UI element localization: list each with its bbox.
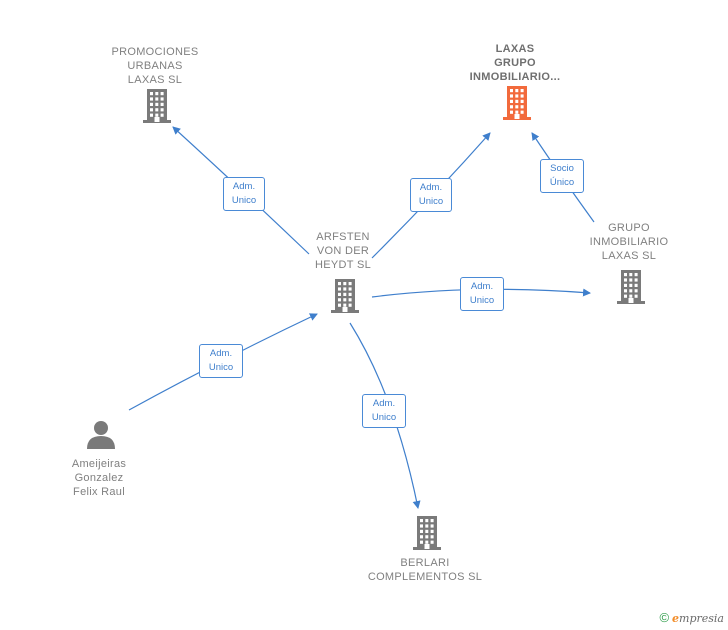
node-label-berlari[interactable]: BERLARI COMPLEMENTOS SL [367, 557, 483, 583]
node-label-grupo[interactable]: GRUPO INMOBILIARIO LAXAS SL [589, 222, 669, 262]
node-label-arfsten[interactable]: ARFSTEN VON DER HEYDT SL [315, 231, 371, 271]
copyright-symbol: © [659, 610, 670, 625]
building-icon[interactable] [329, 278, 361, 319]
edge-label-arfsten-to-berlari[interactable]: Adm. Unico [362, 394, 406, 428]
node-label-promociones[interactable]: PROMOCIONES URBANAS LAXAS SL [111, 46, 199, 86]
edge-label-arfsten-to-laxas[interactable]: Adm. Unico [410, 178, 452, 212]
building-icon[interactable] [615, 269, 647, 310]
brand-logo: empresia [672, 612, 724, 625]
building-icon[interactable] [411, 515, 443, 556]
building-icon[interactable] [141, 88, 173, 129]
person-icon[interactable] [86, 420, 116, 455]
node-label-ameijeiras[interactable]: Ameijeiras Gonzalez Felix Raul [71, 458, 127, 498]
footer-brand: ©empresia [659, 610, 724, 625]
edge-label-arfsten-to-grupo[interactable]: Adm. Unico [460, 277, 504, 311]
node-label-laxas[interactable]: LAXAS GRUPO INMOBILIARIO... [469, 43, 561, 83]
edge-label-ameijeiras-to-arfsten[interactable]: Adm. Unico [199, 344, 243, 378]
edge-label-grupo-to-laxas[interactable]: Socio Único [540, 159, 584, 193]
edge-label-arfsten-to-promociones[interactable]: Adm. Unico [223, 177, 265, 211]
building-icon[interactable] [501, 85, 533, 126]
